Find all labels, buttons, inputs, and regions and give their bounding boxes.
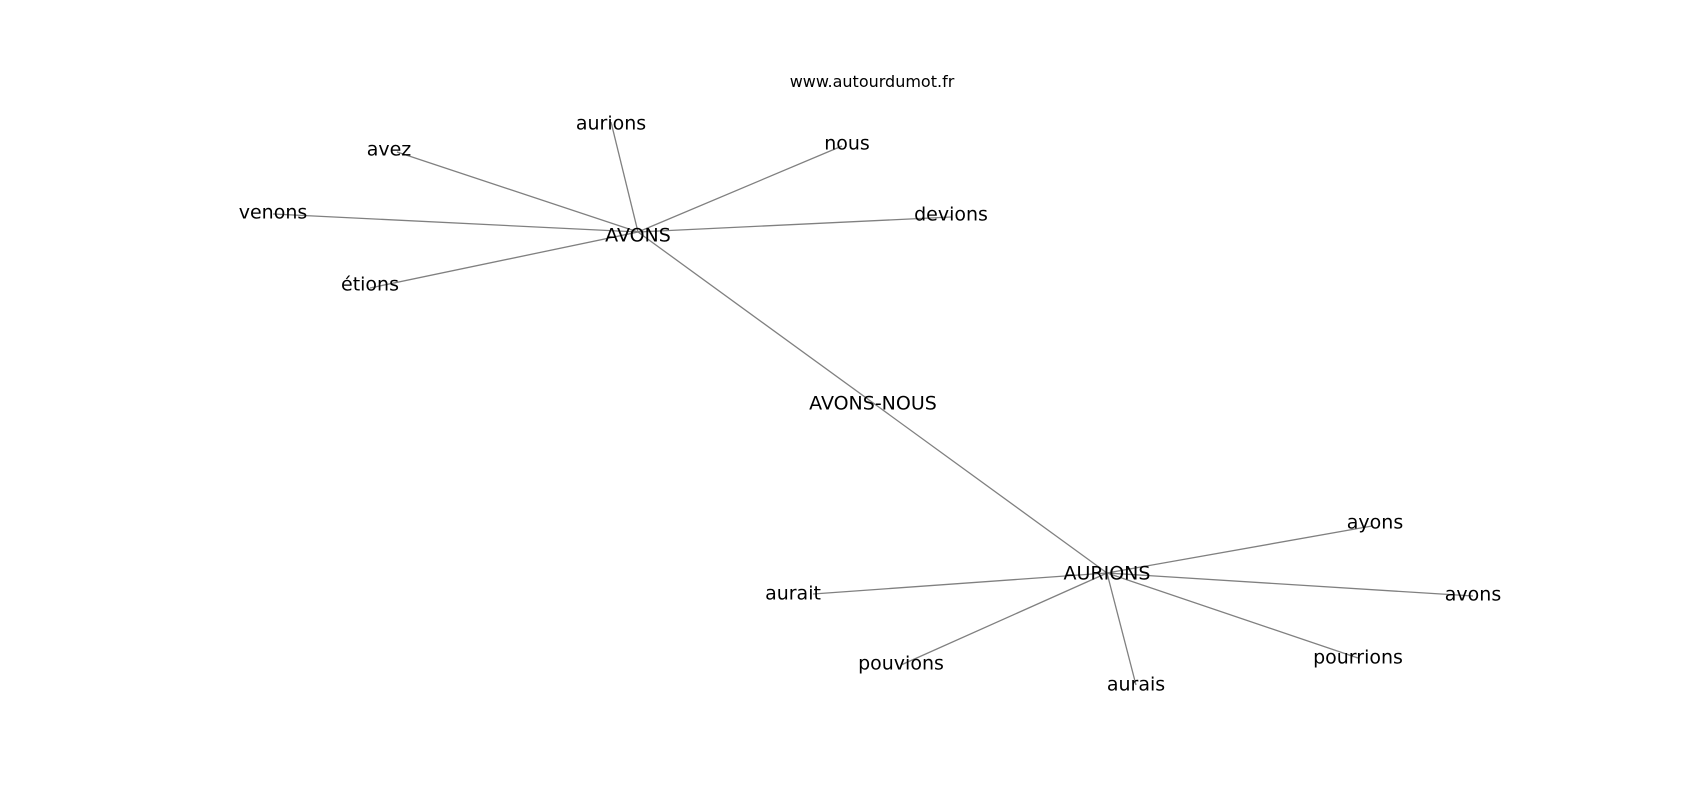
node-aurais[interactable]: aurais [1107, 674, 1165, 696]
graph-edges [272, 121, 1474, 686]
node-pourrions[interactable]: pourrions [1313, 647, 1403, 669]
node-nous[interactable]: nous [824, 133, 870, 155]
edge-avons-hub-venons [272, 213, 639, 233]
node-aurions[interactable]: aurions [576, 113, 646, 135]
edge-avons-hub-etions [369, 231, 639, 289]
node-avons-nous[interactable]: AVONS-NOUS [809, 393, 937, 415]
node-aurait[interactable]: aurait [765, 583, 821, 605]
node-devions[interactable]: devions [914, 204, 988, 226]
edge-avons-hub-devions [637, 216, 952, 233]
edge-aurions-hub-aurait [812, 572, 1108, 595]
source-watermark: www.autourdumot.fr [789, 72, 955, 91]
node-avons[interactable]: avons [1445, 584, 1501, 606]
edge-aurions-hub-avons [1106, 572, 1474, 597]
node-aurions-hub[interactable]: AURIONS [1064, 563, 1151, 585]
edge-avons-hub-aurions-hub [637, 231, 1108, 574]
edge-aurions-hub-pouvions [900, 572, 1108, 666]
node-venons[interactable]: venons [239, 202, 308, 224]
edge-avons-hub-nous [637, 145, 843, 233]
node-avons-hub[interactable]: AVONS [605, 225, 671, 247]
node-pouvions[interactable]: pouvions [858, 653, 944, 675]
edge-avons-hub-avez [396, 151, 639, 233]
edge-aurions-hub-aurais [1106, 572, 1137, 686]
node-ayons[interactable]: ayons [1347, 512, 1403, 534]
edge-aurions-hub-pourrions [1106, 572, 1359, 659]
node-etions[interactable]: étions [341, 274, 399, 296]
edge-avons-hub-aurions [610, 121, 639, 233]
graph-labels: AVONS-NOUS AVONS AURIONS aurions avez nous ven… [239, 113, 1502, 696]
edge-aurions-hub-ayons [1106, 525, 1373, 574]
node-avez[interactable]: avez [367, 139, 412, 161]
